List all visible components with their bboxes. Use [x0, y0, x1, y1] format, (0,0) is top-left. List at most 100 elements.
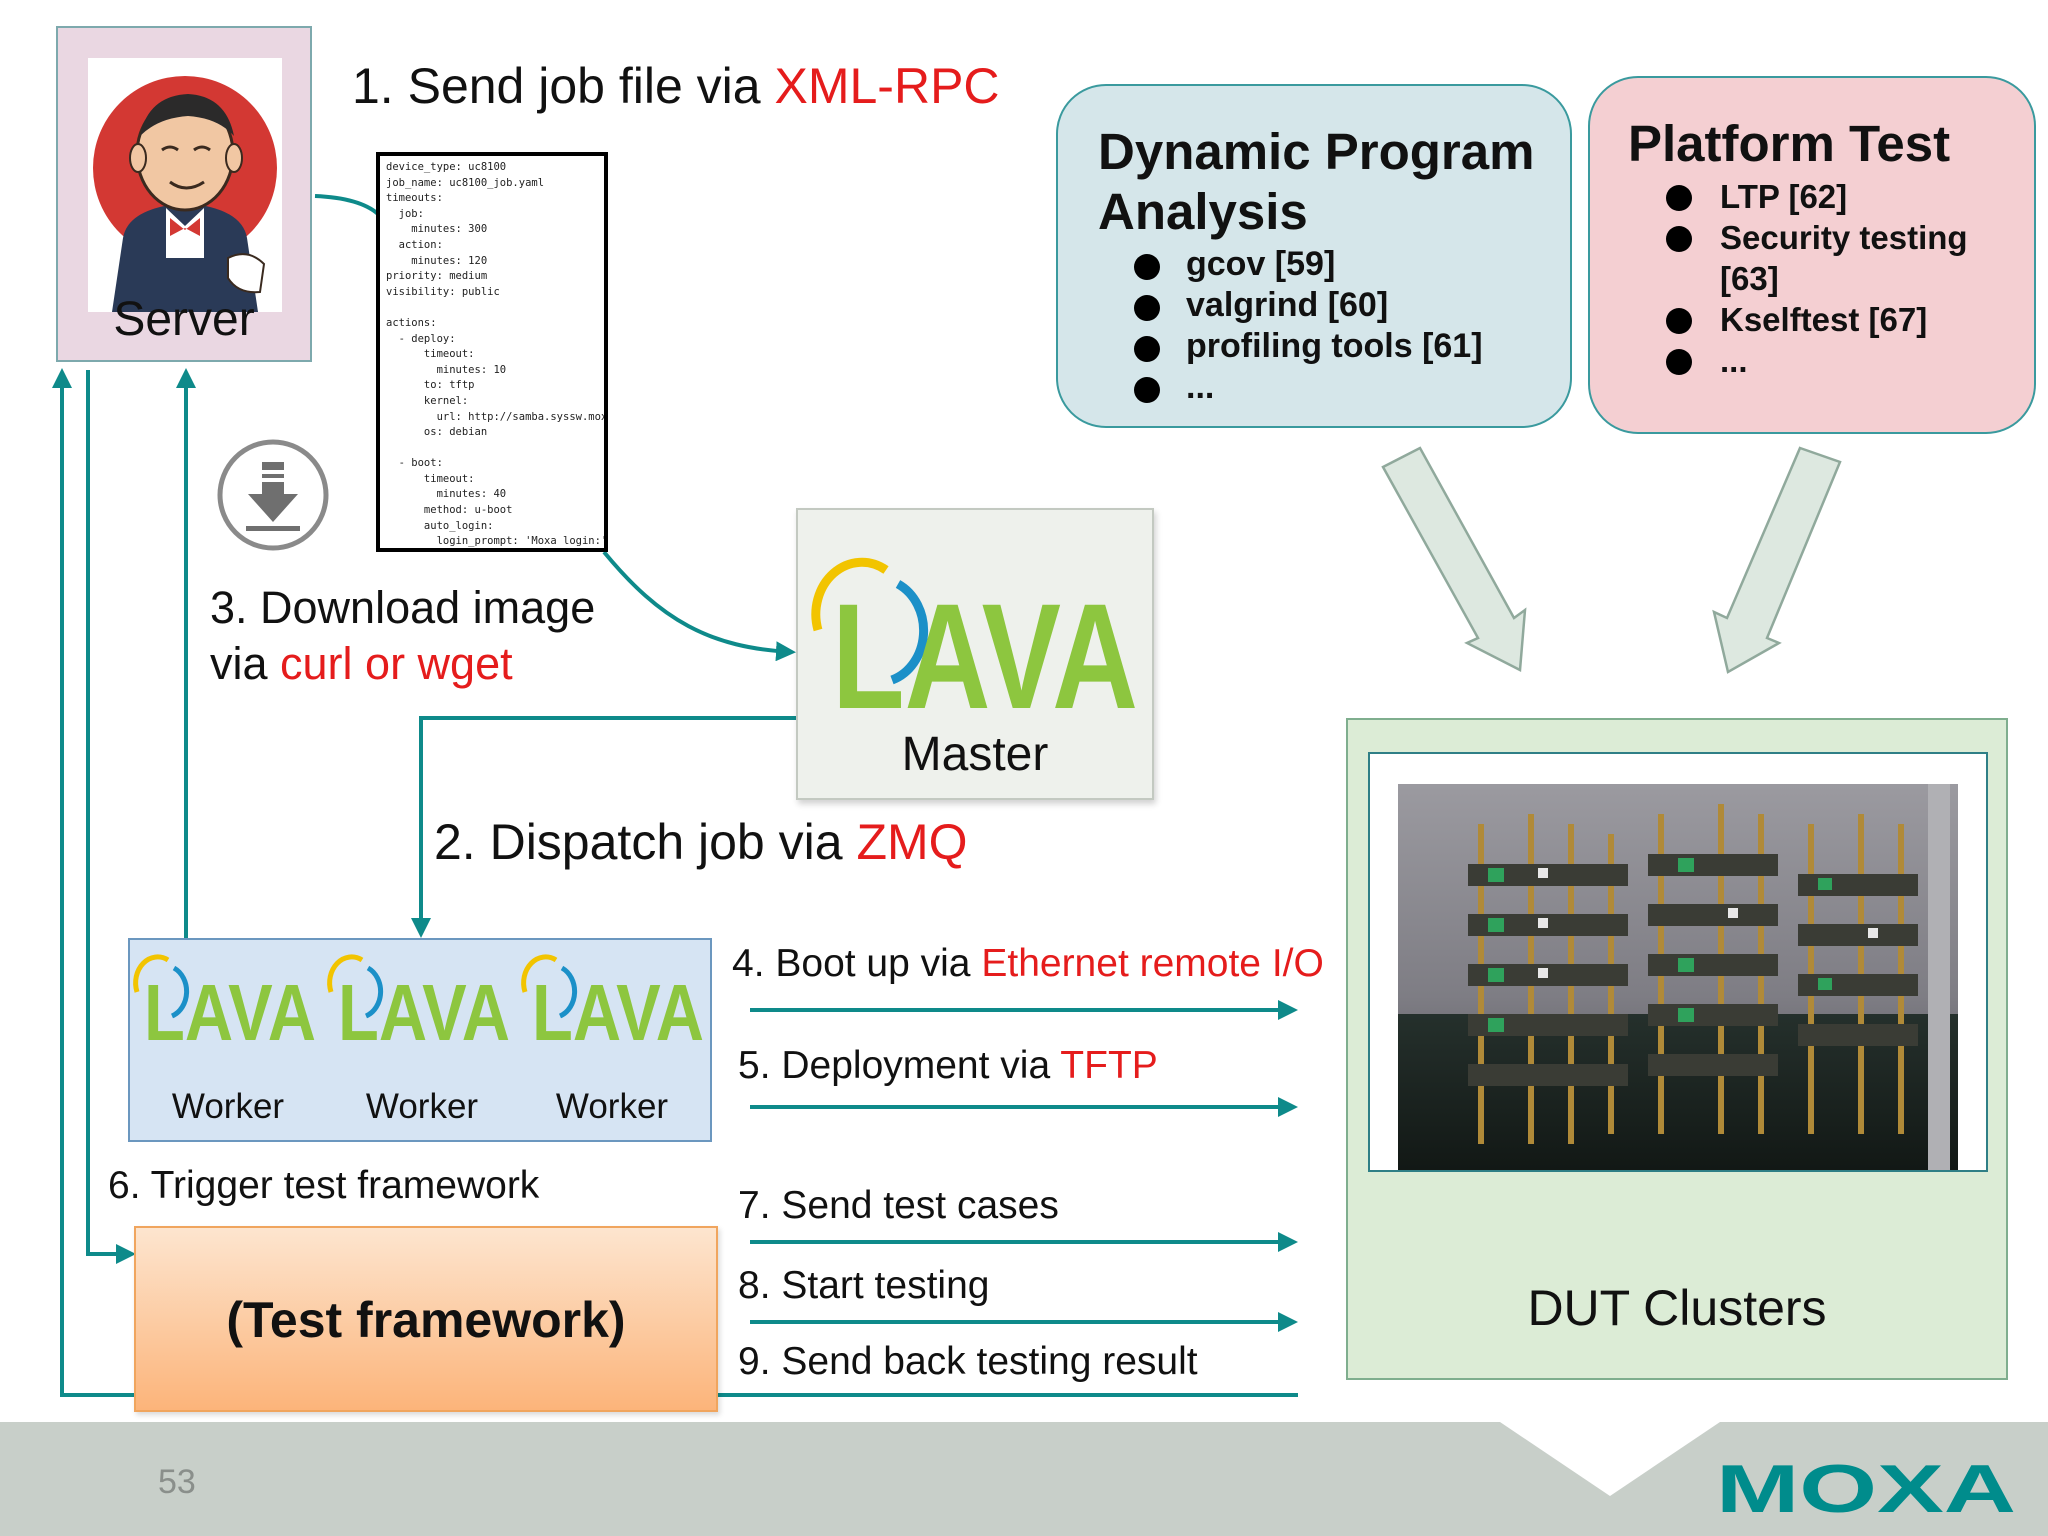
dispatch-zmq-arrow: [411, 716, 800, 938]
dut-cluster-photo: [1398, 784, 1958, 1170]
dynamic-analysis-box[interactable]: Dynamic Program Analysis gcov [59] valgr…: [1056, 84, 1572, 428]
step-1-protocol: XML-RPC: [774, 58, 1000, 114]
platform-test-title: Platform Test: [1628, 115, 1951, 172]
pt-item-4-text: ...: [1720, 342, 1748, 379]
job-file-line: timeouts:: [386, 192, 443, 205]
pt-item-2-continued: [63]: [1666, 258, 2026, 299]
xmlrpc-to-master-arrow: [602, 550, 796, 662]
bullet-dot: [1666, 185, 1692, 211]
platform-to-dut-block-arrow: [1712, 446, 1842, 674]
dut-rack-1: [1468, 814, 1628, 1144]
job-file-line: login_prompt: 'Moxa login:': [386, 535, 608, 548]
dut-label: DUT Clusters: [1527, 1280, 1827, 1336]
dpa-item-4-text: ...: [1186, 368, 1215, 406]
job-file-line: method: u-boot: [386, 504, 513, 517]
worker-2[interactable]: LAVA Worker: [326, 948, 518, 1138]
step-2-protocol: ZMQ: [856, 814, 968, 870]
bullet-dot: [1666, 308, 1692, 334]
pt-item-3: Kselftest [67]: [1666, 299, 2026, 340]
job-file-line: actions:: [386, 316, 437, 329]
job-file-line: device_type: uc8100: [386, 161, 507, 173]
worker-1-logo-text: LAVA: [144, 968, 316, 1057]
step-9-text: 9. Send back testing result: [738, 1340, 1198, 1383]
lava-workers-box[interactable]: LAVA Worker LAVA Worker LAVA Worker: [128, 938, 712, 1142]
job-file-line: to: tftp: [386, 379, 475, 392]
worker-3[interactable]: LAVA Worker: [520, 948, 712, 1138]
job-file-line: os: debian: [386, 426, 488, 439]
dpa-item-2-text: valgrind [60]: [1186, 286, 1389, 324]
step-1-text: 1. Send job file via XML-RPC: [352, 56, 1000, 116]
step-5-text: 5. Deployment via TFTP: [738, 1042, 1158, 1090]
job-file-yaml: device_type: uc8100 job_name: uc8100_job.…: [386, 160, 608, 548]
job-file-line: url: http://samba.syssw.moxa.c: [386, 410, 608, 423]
job-file-line: - deploy:: [386, 332, 456, 345]
step-6-text: 6. Trigger test framework: [108, 1164, 540, 1207]
dut-rack-2: [1648, 804, 1778, 1134]
moxa-logo-icon: MOXA: [1716, 1451, 2022, 1527]
dut-clusters-box[interactable]: DUT Clusters: [1346, 718, 2008, 1380]
step-7-text: 7. Send test cases: [738, 1184, 1059, 1227]
worker-1[interactable]: LAVA Worker: [132, 948, 324, 1138]
server-box[interactable]: Server: [56, 26, 312, 362]
step-3-prefix: via: [210, 638, 281, 689]
worker-1-lava-icon: LAVA: [133, 954, 316, 1057]
job-file-line: - boot:: [386, 457, 443, 470]
master-label: Master: [901, 728, 1049, 781]
pt-item-2-text: Security testing: [1720, 219, 1968, 256]
step-3-line-1: 3. Download image: [210, 582, 596, 633]
job-file-line: timeout:: [386, 348, 475, 361]
page-number: 53: [158, 1463, 196, 1501]
job-file-line: timeout:: [386, 472, 475, 485]
master-logo-text: LAVA: [832, 572, 1138, 710]
server-label: Server: [113, 293, 255, 346]
bullet-dot: [1134, 254, 1160, 280]
step-5-protocol: TFTP: [1060, 1044, 1158, 1087]
bullet-dot: [1666, 349, 1692, 375]
bullet-dot: [1666, 226, 1692, 252]
step-3-line-2: via curl or wget: [210, 636, 513, 692]
worker-2-lava-icon: LAVA: [327, 954, 510, 1057]
pt-item-1-text: LTP [62]: [1720, 178, 1848, 215]
step-2-prefix: 2. Dispatch job via: [434, 814, 857, 870]
dpa-item-1: gcov [59]: [1134, 244, 1554, 285]
bullet-dot: [1134, 295, 1160, 321]
worker-2-logo-text: LAVA: [338, 968, 510, 1057]
job-file-line: minutes: 300: [386, 223, 488, 236]
pt-item-1: LTP [62]: [1666, 176, 2026, 217]
download-icon: [216, 438, 330, 552]
job-file-line: minutes: 10: [386, 363, 507, 376]
bullet-dot: [1134, 377, 1160, 403]
platform-test-box[interactable]: Platform Test LTP [62] Security testing …: [1588, 76, 2036, 434]
dpa-item-4: ...: [1134, 367, 1554, 408]
dpa-item-2: valgrind [60]: [1134, 285, 1554, 326]
worker-2-label: Worker: [365, 1087, 479, 1126]
dpa-item-1-text: gcov [59]: [1186, 245, 1336, 283]
result-return-arrow: [52, 368, 1298, 1397]
job-file-line: action:: [386, 238, 443, 251]
test-framework-box[interactable]: (Test framework): [134, 1226, 718, 1412]
worker-3-lava-icon: LAVA: [521, 954, 704, 1057]
step-4-text: 4. Boot up via Ethernet remote I/O: [732, 940, 1324, 988]
job-file-line: [386, 300, 604, 316]
step-4-method: Ethernet remote I/O: [981, 942, 1324, 985]
job-file-line: priority: medium: [386, 270, 488, 283]
footer-notch: [1500, 1422, 1720, 1496]
worker-3-logo-text: LAVA: [532, 968, 704, 1057]
lava-master-box[interactable]: LAVA Master: [796, 508, 1154, 800]
step-1-prefix: 1. Send job file via: [352, 58, 775, 114]
job-file-document[interactable]: device_type: uc8100 job_name: uc8100_job.…: [376, 152, 608, 552]
dpa-item-3: profiling tools [61]: [1134, 326, 1554, 367]
job-file-link-line: [314, 194, 380, 216]
job-file-line: job_name: uc8100_job.yaml: [386, 176, 545, 189]
step-2-text: 2. Dispatch job via ZMQ: [434, 812, 968, 872]
job-file-line: minutes: 40: [386, 488, 507, 501]
step-3-tools: curl or wget: [280, 638, 513, 689]
step-4-prefix: 4. Boot up via: [732, 942, 982, 985]
pt-item-4: ...: [1666, 340, 2026, 381]
moxa-logo-text: MOXA: [1716, 1458, 2016, 1518]
step-8-text: 8. Start testing: [738, 1264, 990, 1307]
dut-photo-frame: [1368, 752, 1988, 1172]
dynamic-analysis-title-2: Analysis: [1098, 183, 1308, 240]
dut-rack-3: [1798, 814, 1918, 1134]
